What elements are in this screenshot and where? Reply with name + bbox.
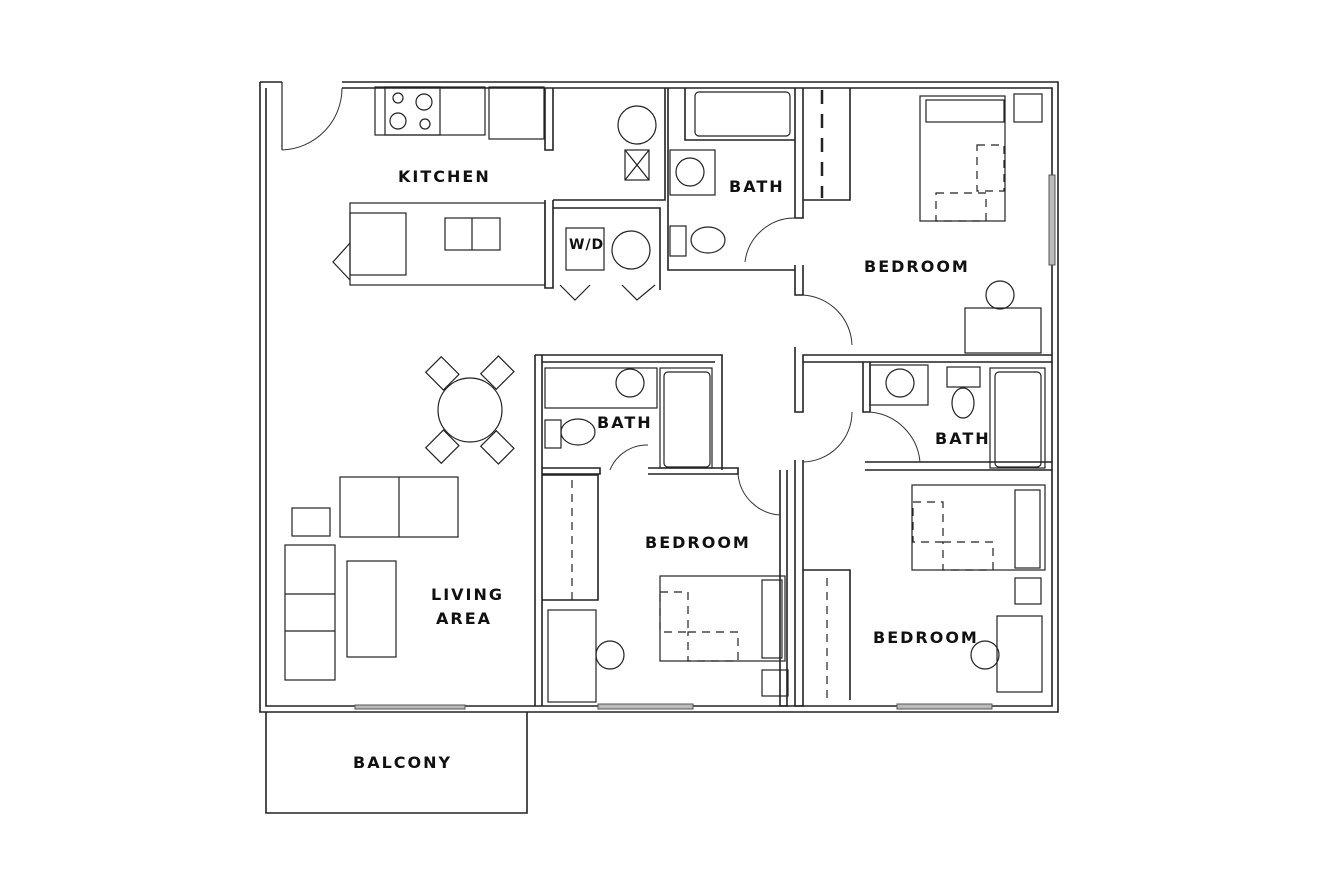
pantry-fixtures xyxy=(559,105,657,301)
dining-set xyxy=(424,355,515,465)
label-living-line2: AREA xyxy=(436,609,492,628)
label-bedroom-1: BEDROOM xyxy=(864,257,970,276)
exterior-walls xyxy=(259,81,1059,713)
label-washer-dryer: W/D xyxy=(569,237,604,253)
bath-2-fixtures xyxy=(544,367,781,516)
kitchen-fixtures xyxy=(332,86,546,286)
bedroom-1-furniture xyxy=(802,93,1056,354)
sofa-set xyxy=(284,476,459,681)
interior-walls xyxy=(534,88,1052,707)
entry-door[interactable] xyxy=(281,82,343,151)
balcony-outline xyxy=(265,704,528,814)
bath-1-fixtures xyxy=(669,91,796,263)
label-balcony: BALCONY xyxy=(353,753,452,772)
label-kitchen: KITCHEN xyxy=(398,167,491,186)
bath-3-fixtures xyxy=(802,364,1046,469)
label-bath-3: BATH xyxy=(935,429,991,448)
bedroom-2-furniture xyxy=(547,480,789,710)
label-bath-1: BATH xyxy=(729,177,785,196)
label-bedroom-2: BEDROOM xyxy=(645,533,751,552)
label-bedroom-3: BEDROOM xyxy=(873,628,979,647)
label-bath-2: BATH xyxy=(597,413,653,432)
bedroom-3-furniture xyxy=(826,484,1046,710)
label-living-line1: LIVING xyxy=(431,585,504,604)
